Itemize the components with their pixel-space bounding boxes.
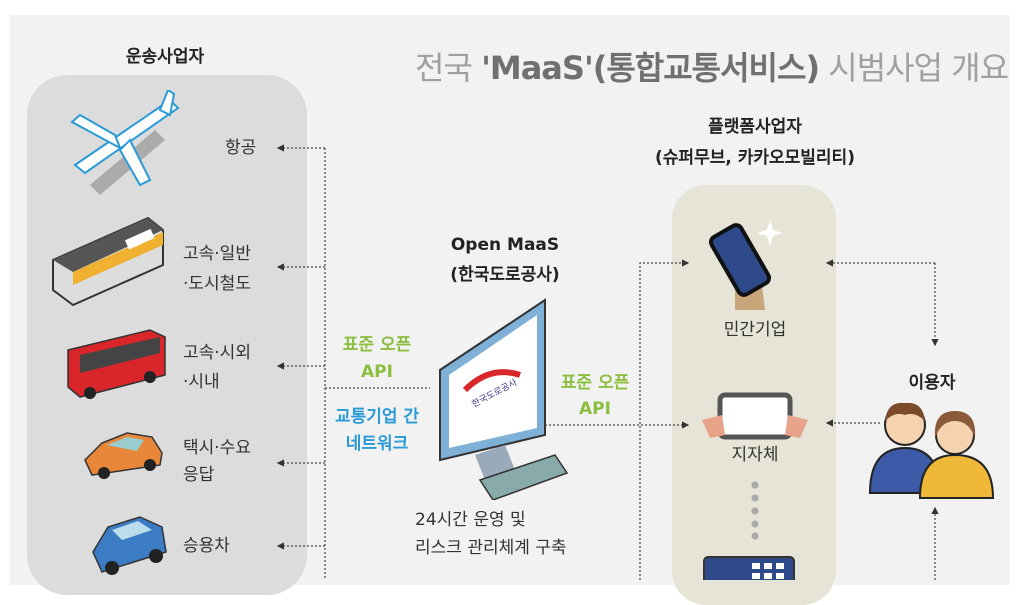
transport-label-rail: 고속·일반 [183,244,251,264]
taxi-icon [84,432,163,479]
left-api-label-2: API [361,362,393,382]
center-note-2: 리스크 관리체계 구축 [415,538,567,558]
tablet-icon [702,392,808,440]
openmaas-subtitle: (한국도로공사) [450,265,560,285]
transport-heading: 운송사업자 [125,47,205,67]
left-api-label: 표준 오픈 [342,335,412,355]
transport-label-bus: 고속·시외 [183,343,251,363]
platform-subheading: (슈퍼무브, 카카오모빌리티) [655,148,855,168]
transport-label-car: 승용차 [183,536,230,556]
train-icon [52,216,164,307]
platform-label-private: 민간기업 [723,320,787,340]
transport-panel [27,75,307,595]
right-api-label: 표준 오픈 [560,373,630,393]
center-note-1: 24시간 운영 및 [415,510,526,530]
transport-label-taxi: 택시·수요 [183,438,251,458]
car-icon [92,516,167,575]
network-label: 교통기업 간 [334,407,420,427]
openmaas-title: Open MaaS [450,235,560,255]
right-api-label-2: API [579,399,611,419]
platform-label-local-gov: 지자체 [731,445,779,465]
transport-label-bus-2: ·시내 [183,372,220,392]
transport-label-rail-2: ·도시철도 [183,274,251,294]
airplane-icon [70,90,180,195]
users-icon [868,402,995,499]
bus-icon [67,329,166,399]
network-label-2: 네트워크 [345,434,409,454]
smartphone-icon [708,220,783,310]
transport-label-taxi-2: 응답 [183,465,215,485]
more-dots-icon [751,481,759,540]
connector-lines [276,144,939,580]
computer-icon [439,298,569,500]
user-label: 이용자 [908,373,956,393]
transport-label-air: 항공 [225,138,257,158]
platform-heading: 플랫폼사업자 [708,117,802,137]
page-title: 전국 'MaaS'(통합교통서비스) 시범사업 개요 [415,49,1009,87]
kiosk-icon [703,556,795,580]
